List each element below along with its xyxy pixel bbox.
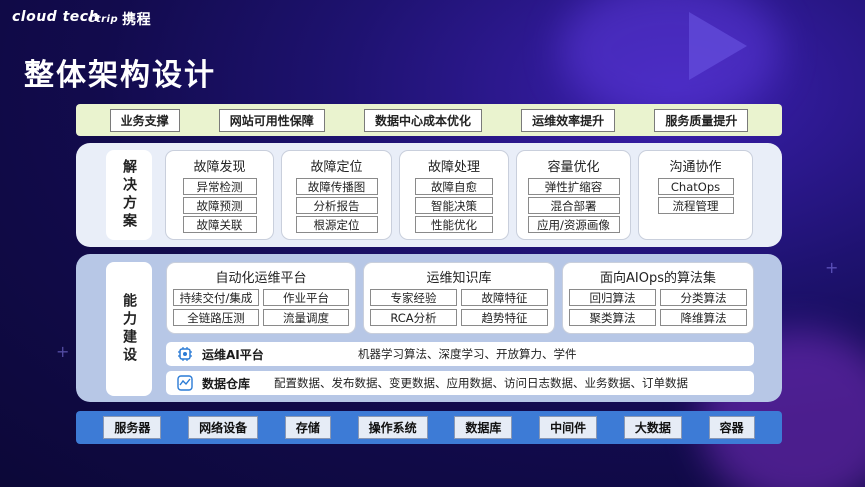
data-warehouse-bar: 数据仓库 配置数据、发布数据、变更数据、应用数据、访问日志数据、业务数据、订单数… [166, 371, 754, 395]
decor-plus: + [825, 258, 839, 277]
solution-tag: 故障传播图 [295, 178, 378, 195]
capability-card-title: 面向AIOps的算法集 [600, 271, 716, 286]
capability-tag: 回归算法 [569, 289, 656, 306]
solution-tag: 根源定位 [295, 216, 378, 233]
infrastructure-row: 服务器 网络设备 存储 操作系统 数据库 中间件 大数据 容器 [76, 411, 782, 444]
solution-card-fault-location: 故障定位 故障传播图 分析报告 根源定位 [281, 150, 392, 240]
capabilities-side-label: 能力建设 [121, 293, 137, 365]
solutions-side-box: 解决方案 [106, 150, 152, 240]
solution-tag: 弹性扩缩容 [527, 178, 620, 195]
ai-platform-bar: 运维AI平台 机器学习算法、深度学习、开放算力、学件 [166, 342, 754, 366]
capability-card-algorithms: 面向AIOps的算法集 回归算法 分类算法 聚类算法 降维算法 [562, 262, 754, 334]
capability-tag-grid: 回归算法 分类算法 聚类算法 降维算法 [563, 289, 753, 326]
solution-tag: 智能决策 [415, 197, 493, 214]
solution-card-fault-handling: 故障处理 故障自愈 智能决策 性能优化 [399, 150, 509, 240]
logo-ctrip-cn: 携程 [122, 12, 152, 28]
capability-tag: 分类算法 [660, 289, 747, 306]
solution-card-title: 故障处理 [427, 160, 480, 175]
business-item: 业务支撑 [109, 108, 180, 132]
decor-triangle [689, 12, 747, 80]
capability-tag: 降维算法 [660, 309, 747, 326]
solution-tag: 混合部署 [527, 197, 620, 214]
capability-tag: 专家经验 [370, 289, 457, 306]
capabilities-side-box: 能力建设 [106, 262, 152, 396]
infra-item: 数据库 [454, 416, 513, 439]
infra-item: 中间件 [539, 416, 598, 439]
solution-tag: 故障关联 [182, 216, 257, 233]
capability-tag: 持续交付/集成 [173, 289, 259, 306]
solution-tag: 流程管理 [657, 197, 734, 214]
solution-tag: 故障自愈 [415, 178, 493, 195]
capability-tag: 流量调度 [263, 309, 349, 326]
capability-card-automation: 自动化运维平台 持续交付/集成 作业平台 全链路压测 流量调度 [166, 262, 356, 334]
capability-card-title: 自动化运维平台 [215, 271, 307, 286]
ai-chip-icon [176, 345, 194, 363]
solution-card-title: 故障定位 [310, 160, 363, 175]
data-warehouse-desc: 配置数据、发布数据、变更数据、应用数据、访问日志数据、业务数据、订单数据 [274, 376, 688, 390]
solution-card-capacity: 容量优化 弹性扩缩容 混合部署 应用/资源画像 [516, 150, 631, 240]
business-row: 业务支撑 网站可用性保障 数据中心成本优化 运维效率提升 服务质量提升 [76, 104, 782, 136]
activity-chart-icon [176, 374, 194, 392]
capability-tag: 聚类算法 [569, 309, 656, 326]
capability-tag: 全链路压测 [173, 309, 259, 326]
capability-card-title: 运维知识库 [426, 271, 492, 286]
business-item: 运维效率提升 [521, 108, 616, 132]
capability-tag: 作业平台 [263, 289, 349, 306]
infra-item: 容器 [708, 416, 755, 439]
capability-tag: RCA分析 [370, 309, 457, 326]
infra-item: 操作系统 [357, 416, 428, 439]
solution-card-title: 故障发现 [193, 160, 246, 175]
solutions-side-label: 解决方案 [121, 159, 137, 231]
ai-platform-name: 运维AI平台 [202, 347, 264, 362]
solution-tag: 故障预测 [182, 197, 257, 214]
solution-tag: 分析报告 [295, 197, 378, 214]
bg-glow [560, 0, 780, 120]
data-warehouse-name: 数据仓库 [202, 376, 251, 391]
infra-item: 服务器 [103, 416, 162, 439]
page-title: 整体架构设计 [24, 58, 216, 93]
decor-plus: + [56, 342, 70, 361]
capability-tag-grid: 专家经验 故障特征 RCA分析 趋势特征 [364, 289, 554, 326]
solution-card-title: 沟通协作 [669, 160, 722, 175]
solution-card-title: 容量优化 [547, 160, 600, 175]
business-item: 数据中心成本优化 [363, 108, 482, 132]
logo-ctrip-en: Ctrip [88, 13, 119, 25]
business-item: 服务质量提升 [654, 108, 749, 132]
infra-item: 网络设备 [188, 416, 259, 439]
logo-cloudtech: cloud tech [12, 9, 100, 25]
capability-card-knowledge-base: 运维知识库 专家经验 故障特征 RCA分析 趋势特征 [363, 262, 555, 334]
ai-platform-desc: 机器学习算法、深度学习、开放算力、学件 [358, 347, 577, 361]
logo-ctrip: Ctrip 携程 [88, 9, 151, 29]
solution-tag: 异常检测 [182, 178, 257, 195]
solution-tag: ChatOps [657, 178, 734, 195]
solution-tag: 性能优化 [415, 216, 493, 233]
solution-card-fault-discovery: 故障发现 异常检测 故障预测 故障关联 [165, 150, 274, 240]
capability-tag: 趋势特征 [461, 309, 548, 326]
infra-item: 大数据 [623, 416, 682, 439]
infra-item: 存储 [284, 416, 331, 439]
solution-tag: 应用/资源画像 [527, 216, 620, 233]
capability-tag: 故障特征 [461, 289, 548, 306]
business-item: 网站可用性保障 [218, 108, 325, 132]
capability-tag-grid: 持续交付/集成 作业平台 全链路压测 流量调度 [167, 289, 355, 326]
solution-card-collaboration: 沟通协作 ChatOps 流程管理 [638, 150, 753, 240]
